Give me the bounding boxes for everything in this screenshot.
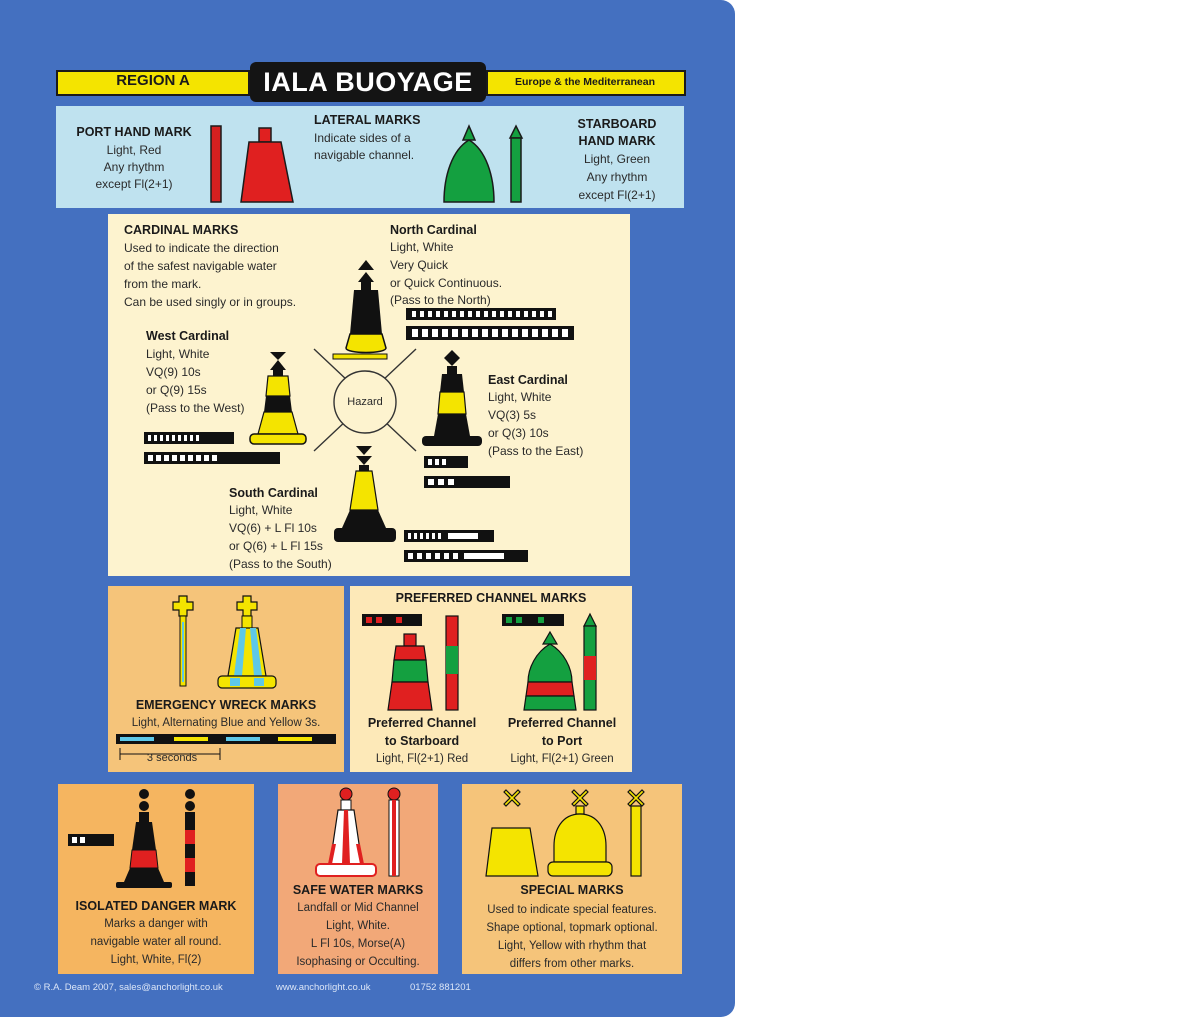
pref-port-title-1: Preferred Channel xyxy=(507,716,617,730)
isolated-title: ISOLATED DANGER MARK xyxy=(75,899,237,913)
south-title: South Cardinal xyxy=(229,486,318,500)
port-hand-title: PORT HAND MARK xyxy=(76,125,192,139)
north-line-4: (Pass to the North) xyxy=(390,293,491,307)
safe-line-4: Isophasing or Occulting. xyxy=(296,956,420,968)
north-line-1: Light, White xyxy=(390,240,454,254)
lateral-line-1: Indicate sides of a xyxy=(314,131,411,145)
safe-line-1: Landfall or Mid Channel xyxy=(297,902,419,914)
safe-water-panel xyxy=(278,784,438,974)
wreck-desc: Light, Alternating Blue and Yellow 3s. xyxy=(131,717,321,729)
starboard-title-2: HAND MARK xyxy=(578,134,656,148)
isolated-line-1: Marks a danger with xyxy=(104,918,208,930)
starboard-line-2: Any rhythm xyxy=(586,170,648,184)
special-line-2: Shape optional, topmark optional. xyxy=(486,922,658,934)
safe-water-title: SAFE WATER MARKS xyxy=(292,883,424,897)
south-cardinal-buoy-icon xyxy=(334,446,396,542)
port-line-2: Any rhythm xyxy=(103,160,165,174)
isolated-line-2: navigable water all round. xyxy=(90,936,222,948)
east-title: East Cardinal xyxy=(488,373,568,387)
east-line-2: VQ(3) 5s xyxy=(488,408,537,422)
starboard-title-1: STARBOARD xyxy=(577,117,657,131)
hazard-compass-icon xyxy=(313,348,417,452)
pref-stbd-title-2: to Starboard xyxy=(384,734,460,748)
page-title: IALA BUOYAGE xyxy=(250,62,486,102)
south-light-rhythm-icon xyxy=(404,530,528,562)
safe-line-2: Light, White. xyxy=(326,920,390,932)
west-light-rhythm-icon xyxy=(144,432,280,464)
starboard-line-1: Light, Green xyxy=(583,152,651,166)
cardinal-desc-2: of the safest navigable water xyxy=(124,259,277,273)
safe-water-buoy-icon xyxy=(315,787,401,877)
pref-stbd-title-1: Preferred Channel xyxy=(367,716,477,730)
north-light-rhythm-icon xyxy=(406,308,574,340)
pref-port-light: Light, Fl(2+1) Green xyxy=(510,753,614,765)
special-title: SPECIAL MARKS xyxy=(520,883,624,897)
wreck-light-rhythm-icon xyxy=(116,734,336,760)
footer-web: www.anchorlight.co.uk xyxy=(276,982,371,993)
isolated-danger-buoy-icon xyxy=(68,789,195,888)
south-line-4: (Pass to the South) xyxy=(229,557,332,571)
wreck-buoy-icon xyxy=(172,595,277,689)
preferred-stbd-buoy-icon xyxy=(362,614,459,711)
cardinal-title: CARDINAL MARKS xyxy=(124,223,239,237)
starboard-marks-icon xyxy=(443,124,524,203)
starboard-line-3: except Fl(2+1) xyxy=(578,188,656,202)
north-title: North Cardinal xyxy=(390,223,477,237)
safe-line-3: L Fl 10s, Morse(A) xyxy=(310,938,406,950)
east-cardinal-buoy-icon xyxy=(422,350,482,446)
wreck-title: EMERGENCY WRECK MARKS xyxy=(135,698,317,712)
east-light-rhythm-icon xyxy=(424,456,510,488)
starboard-cone-buoy-icon xyxy=(443,124,495,203)
lateral-panel xyxy=(56,106,684,208)
port-can-buoy-icon xyxy=(240,127,294,203)
south-line-3: or Q(6) + L Fl 15s xyxy=(229,539,323,553)
port-line-1: Light, Red xyxy=(106,143,162,157)
buoyage-card: REGION A Europe & the Mediterranean IALA… xyxy=(0,0,735,1017)
footer-copyright: © R.A. Deam 2007, sales@anchorlight.co.u… xyxy=(34,982,223,993)
south-line-2: VQ(6) + L Fl 10s xyxy=(229,521,317,535)
port-line-3: except Fl(2+1) xyxy=(95,177,173,191)
west-line-1: Light, White xyxy=(146,347,210,361)
west-cardinal-buoy-icon xyxy=(249,352,307,445)
south-line-1: Light, White xyxy=(229,503,293,517)
starboard-spar-icon xyxy=(508,124,524,203)
cardinal-desc-1: Used to indicate the direction xyxy=(124,241,279,255)
subtitle-label: Europe & the Mediterranean xyxy=(514,76,656,88)
special-mark-buoy-icon xyxy=(485,789,645,877)
east-line-4: (Pass to the East) xyxy=(488,444,584,458)
subtitle-band xyxy=(486,70,686,96)
cardinal-desc-3: from the mark. xyxy=(124,277,202,291)
isolated-line-3: Light, White, Fl(2) xyxy=(110,954,202,966)
cardinal-desc-4: Can be used singly or in groups. xyxy=(124,295,297,309)
region-label: REGION A xyxy=(116,72,190,89)
port-spar-icon xyxy=(210,125,222,203)
lateral-line-2: navigable channel. xyxy=(314,148,415,162)
pref-port-title-2: to Port xyxy=(541,734,583,748)
port-marks-icon xyxy=(210,125,294,203)
pref-stbd-light: Light, Fl(2+1) Red xyxy=(375,753,469,765)
west-line-3: or Q(9) 15s xyxy=(146,383,207,397)
east-line-3: or Q(3) 10s xyxy=(488,426,549,440)
wreck-scale-label: 3 seconds xyxy=(146,752,198,764)
hazard-label: Hazard xyxy=(347,396,383,408)
east-line-1: Light, White xyxy=(488,390,552,404)
west-line-4: (Pass to the West) xyxy=(146,401,245,415)
region-band xyxy=(56,70,250,96)
west-line-2: VQ(9) 10s xyxy=(146,365,201,379)
preferred-title: PREFERRED CHANNEL MARKS xyxy=(395,591,587,605)
lateral-title: LATERAL MARKS xyxy=(314,113,421,127)
preferred-port-buoy-icon xyxy=(502,612,597,711)
north-cardinal-buoy-icon xyxy=(332,260,388,360)
west-title: West Cardinal xyxy=(146,329,230,343)
footer-phone: 01752 881201 xyxy=(410,982,471,993)
special-line-1: Used to indicate special features. xyxy=(487,904,657,916)
north-line-2: Very Quick xyxy=(390,258,449,272)
north-line-3: or Quick Continuous. xyxy=(390,276,503,290)
special-line-3: Light, Yellow with rhythm that xyxy=(497,940,647,952)
special-line-4: differs from other marks. xyxy=(509,958,635,970)
